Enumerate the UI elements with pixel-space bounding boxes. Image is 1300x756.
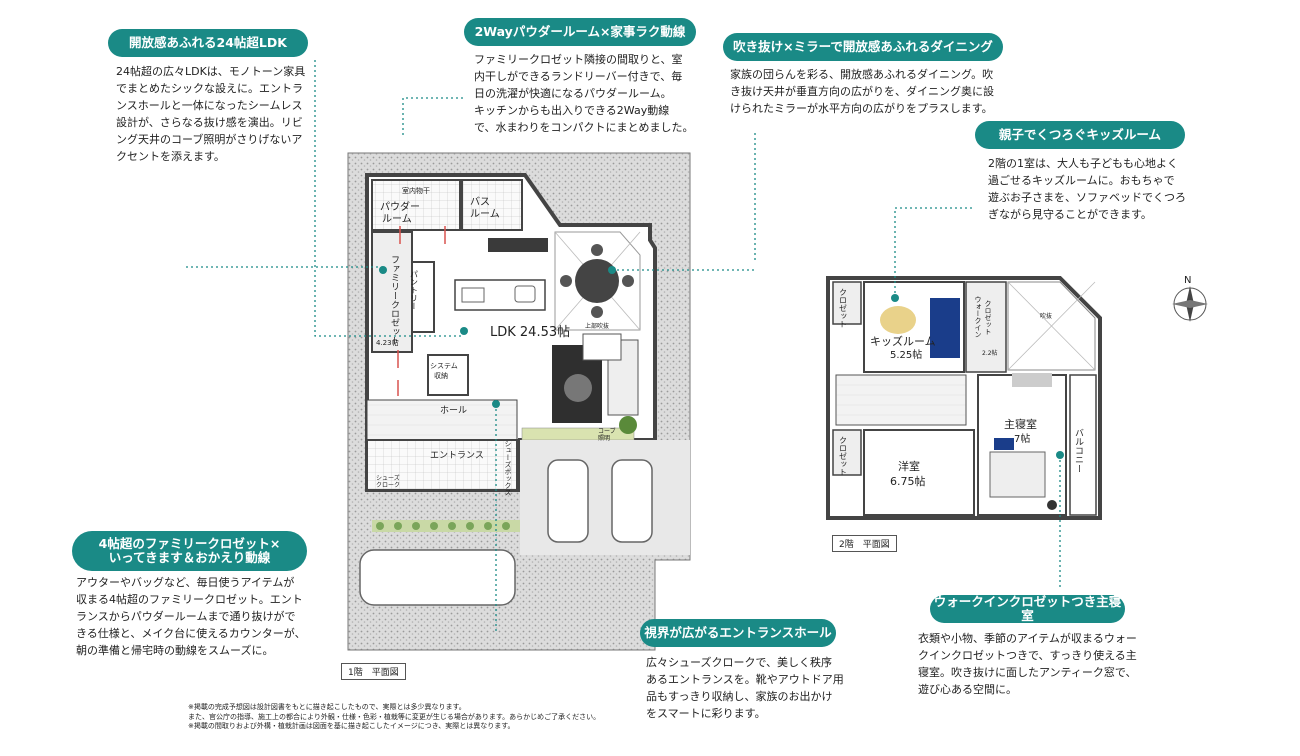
callout-ldk-body: 24帖超の広々LDKは、モノトーン家具 でまとめたシックな設えに。エントラ ンス…	[116, 65, 306, 163]
svg-text:照明: 照明	[598, 435, 610, 442]
floor2-plan	[826, 276, 1102, 520]
svg-text:LDK 24.53帖: LDK 24.53帖	[490, 325, 570, 340]
svg-text:7帖: 7帖	[1014, 432, 1030, 445]
callout-powder-title: 2Wayパウダールーム×家事ラク動線	[464, 18, 696, 46]
svg-text:室内物干: 室内物干	[402, 186, 430, 195]
callout-kids-title: 親子でくつろぐキッズルーム	[975, 121, 1185, 149]
floor2-label: 2階 平面図	[832, 535, 897, 552]
svg-text:シューズ: シューズ	[376, 474, 400, 482]
floor1-label: 1階 平面図	[341, 663, 406, 680]
disclaimer-notes: ※掲載の完成予想図は設計図書をもとに描き起こしたもので、実際とは多少異なります。…	[188, 703, 601, 730]
callout-entrance-title: 視界が広がるエントランスホール	[640, 619, 836, 647]
callout-powder-body: ファミリークロゼット隣接の間取りと、室 内干しができるランドリーバー付きで、毎 …	[474, 53, 694, 134]
callout-entrance-body: 広々シューズクロークで、美しく秩序 あるエントランスを。靴やアウトドア用 品もす…	[646, 656, 844, 720]
svg-text:ウォークイン: ウォークイン	[974, 296, 982, 338]
compass-label: N	[1184, 275, 1191, 286]
svg-text:バスルーム: バスルーム	[470, 196, 500, 220]
svg-text:5.25帖: 5.25帖	[890, 348, 922, 361]
callout-dining-body: 家族の団らんを彩る、開放感あふれるダイニング。吹 き抜け天井が垂直方向の広がりを…	[730, 68, 994, 115]
svg-text:ファミリークロゼット: ファミリークロゼット	[389, 255, 400, 345]
callout-dining-title: 吹き抜け×ミラーで開放感あふれるダイニング	[723, 33, 1003, 61]
svg-text:クロゼット: クロゼット	[839, 288, 848, 328]
svg-text:吹抜: 吹抜	[1040, 312, 1052, 320]
svg-text:コーブ: コーブ	[598, 427, 616, 435]
callout-master-body: 衣類や小物、季節のアイテムが収まるウォー クインクロゼットつきで、すっきり使える…	[918, 632, 1137, 696]
callout-ldk-title: 開放感あふれる24帖超LDK	[108, 29, 308, 57]
callout-closet-title-line1: 4帖超のファミリークロゼット×	[98, 535, 281, 551]
svg-text:キッズルーム: キッズルーム	[870, 334, 936, 348]
svg-text:バルコニー: バルコニー	[1073, 428, 1084, 473]
svg-text:ホール: ホール	[440, 405, 467, 416]
svg-text:収納: 収納	[434, 371, 448, 380]
svg-text:クロゼット: クロゼット	[839, 436, 848, 476]
svg-text:クロゼット: クロゼット	[984, 300, 992, 335]
svg-text:エントランス: エントランス	[430, 450, 484, 461]
callout-closet-title-line2: いってきます＆おかえり動線	[108, 550, 271, 565]
callout-kids-body: 2階の1室は、大人も子どもも心地よく 過ごせるキッズルームに。おもちゃで 遊ぶお…	[988, 157, 1186, 221]
svg-text:上部吹抜: 上部吹抜	[585, 322, 609, 330]
floor1-site	[347, 152, 691, 651]
svg-text:4.23帖: 4.23帖	[376, 338, 399, 347]
svg-text:洋室: 洋室	[898, 459, 920, 473]
svg-text:パントリー: パントリー	[410, 270, 419, 310]
callout-closet-body: アウターやバッグなど、毎日使うアイテムが 収まる4帖超のファミリークロゼット。エ…	[76, 576, 306, 657]
svg-text:2.2帖: 2.2帖	[982, 349, 998, 357]
svg-text:主寝室: 主寝室	[1004, 417, 1037, 431]
callout-master-title: ウォークインクロゼットつき主寝室	[930, 594, 1125, 623]
svg-text:6.75帖: 6.75帖	[890, 475, 926, 488]
svg-text:システム: システム	[430, 362, 458, 370]
svg-text:シューズボックス: シューズボックス	[504, 440, 512, 496]
compass-icon	[1172, 286, 1208, 322]
room-powder: パウダールーム	[380, 200, 420, 225]
callout-closet-title: 4帖超のファミリークロゼット× いってきます＆おかえり動線	[72, 531, 307, 571]
svg-text:クローク: クローク	[376, 482, 400, 489]
